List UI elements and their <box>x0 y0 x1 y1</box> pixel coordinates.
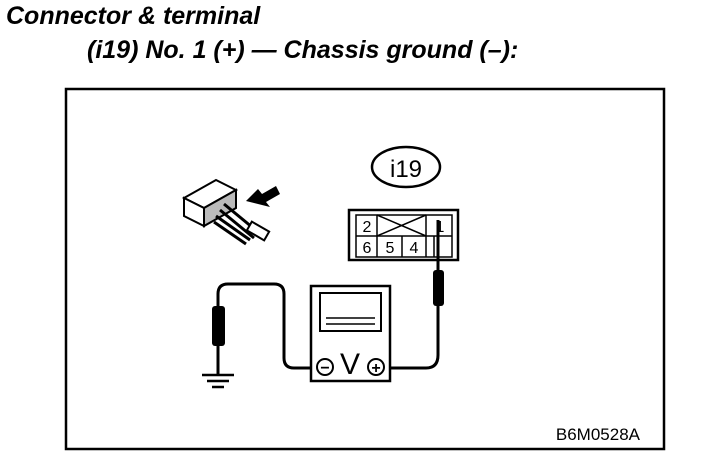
meter-negative-terminal <box>316 358 334 376</box>
pin-5-label: 5 <box>386 240 395 257</box>
pin-4-label: 4 <box>410 240 419 257</box>
harness-connector-icon <box>181 178 271 246</box>
pin-1-label: 1 <box>436 219 445 236</box>
meter-positive-terminal <box>367 358 385 376</box>
heading-line-1: Connector & terminal <box>6 2 261 30</box>
meter-volt-symbol: V <box>340 348 360 381</box>
connector-id-label: i19 <box>390 156 422 183</box>
connector-id-ellipse <box>370 145 442 189</box>
pin-6-label: 6 <box>363 240 372 257</box>
insert-direction-arrow-icon <box>246 186 280 207</box>
connector-face <box>347 208 460 262</box>
ground-symbol-icon <box>202 373 234 389</box>
meter-positive-sign: + <box>371 360 380 377</box>
heading-line-2: (i19) No. 1 (+) — Chassis ground (–): <box>87 36 519 64</box>
pin-2-label: 2 <box>363 219 372 236</box>
negative-probe <box>212 282 312 374</box>
meter-negative-sign: − <box>320 360 329 377</box>
positive-probe <box>382 220 444 370</box>
diagram-frame <box>64 87 666 451</box>
figure-code: B6M0528A <box>556 425 641 444</box>
